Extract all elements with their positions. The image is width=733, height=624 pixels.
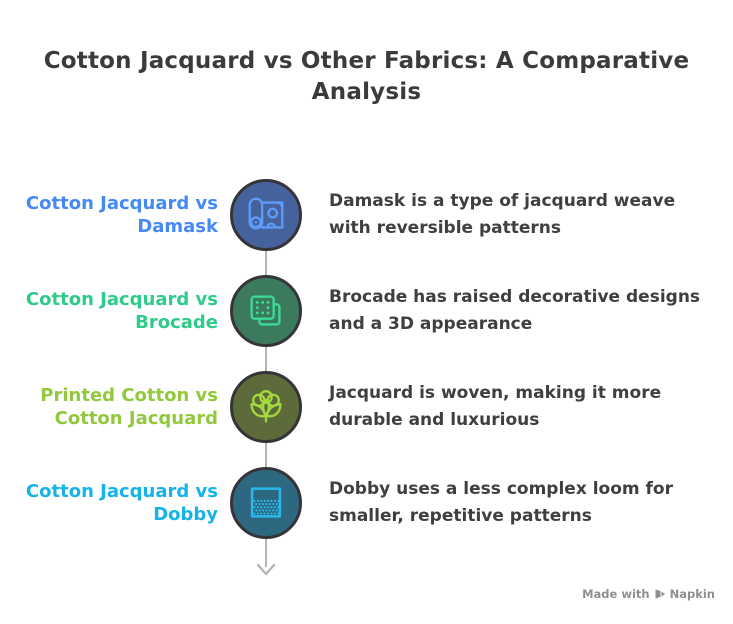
page-title: Cotton Jacquard vs Other Fabrics: A Comp… bbox=[0, 46, 733, 108]
page-title-line-1: Cotton Jacquard vs Other Fabrics: A Comp… bbox=[43, 48, 690, 74]
row-label-line: Dobby bbox=[153, 504, 218, 525]
arrow-down-icon bbox=[256, 563, 276, 576]
description-line: and a 3D appearance bbox=[329, 314, 533, 334]
description-line: Damask is a type of jacquard weave bbox=[329, 191, 676, 211]
row-label-dobby: Cotton Jacquard vs Dobby bbox=[0, 480, 218, 526]
row-description-brocade: Brocade has raised decorative designs an… bbox=[329, 284, 700, 338]
cotton-icon-badge bbox=[230, 371, 302, 443]
dobby-icon-badge bbox=[230, 467, 302, 539]
row-label-line: Cotton Jacquard bbox=[54, 408, 218, 429]
brocade-icon-badge bbox=[230, 275, 302, 347]
row-label-damask: Cotton Jacquard vs Damask bbox=[0, 192, 218, 238]
description-line: Dobby uses a less complex loom for bbox=[329, 479, 673, 499]
row-label-brocade: Cotton Jacquard vs Brocade bbox=[0, 288, 218, 334]
row-label-line: Cotton Jacquard vs bbox=[25, 193, 218, 214]
watermark-brand: Napkin bbox=[669, 587, 715, 601]
napkin-logo-icon bbox=[655, 589, 665, 599]
row-label-printed-cotton: Printed Cotton vs Cotton Jacquard bbox=[0, 384, 218, 430]
row-description-damask: Damask is a type of jacquard weave with … bbox=[329, 188, 675, 242]
row-description-printed-cotton: Jacquard is woven, making it more durabl… bbox=[329, 380, 661, 434]
row-label-line: Cotton Jacquard vs bbox=[25, 481, 218, 502]
row-label-line: Damask bbox=[137, 216, 218, 237]
description-line: smaller, repetitive patterns bbox=[329, 506, 592, 526]
description-line: Brocade has raised decorative designs bbox=[329, 287, 701, 307]
raised-pattern-icon bbox=[250, 295, 281, 326]
fabric-roll-icon bbox=[248, 197, 284, 230]
description-line: durable and luxurious bbox=[329, 410, 540, 430]
row-label-line: Brocade bbox=[135, 312, 218, 333]
row-description-dobby: Dobby uses a less complex loom for small… bbox=[329, 476, 673, 530]
damask-icon-badge bbox=[230, 179, 302, 251]
description-line: with reversible patterns bbox=[329, 218, 562, 238]
description-line: Jacquard is woven, making it more bbox=[329, 383, 662, 403]
page-title-line-2: Analysis bbox=[311, 79, 422, 105]
dotted-swatch-icon bbox=[250, 487, 282, 518]
row-label-line: Printed Cotton vs bbox=[40, 385, 218, 406]
napkin-watermark: Made with Napkin bbox=[582, 587, 715, 601]
watermark-text: Made with bbox=[582, 587, 650, 601]
row-label-line: Cotton Jacquard vs bbox=[25, 289, 218, 310]
cotton-boll-icon bbox=[250, 390, 282, 423]
